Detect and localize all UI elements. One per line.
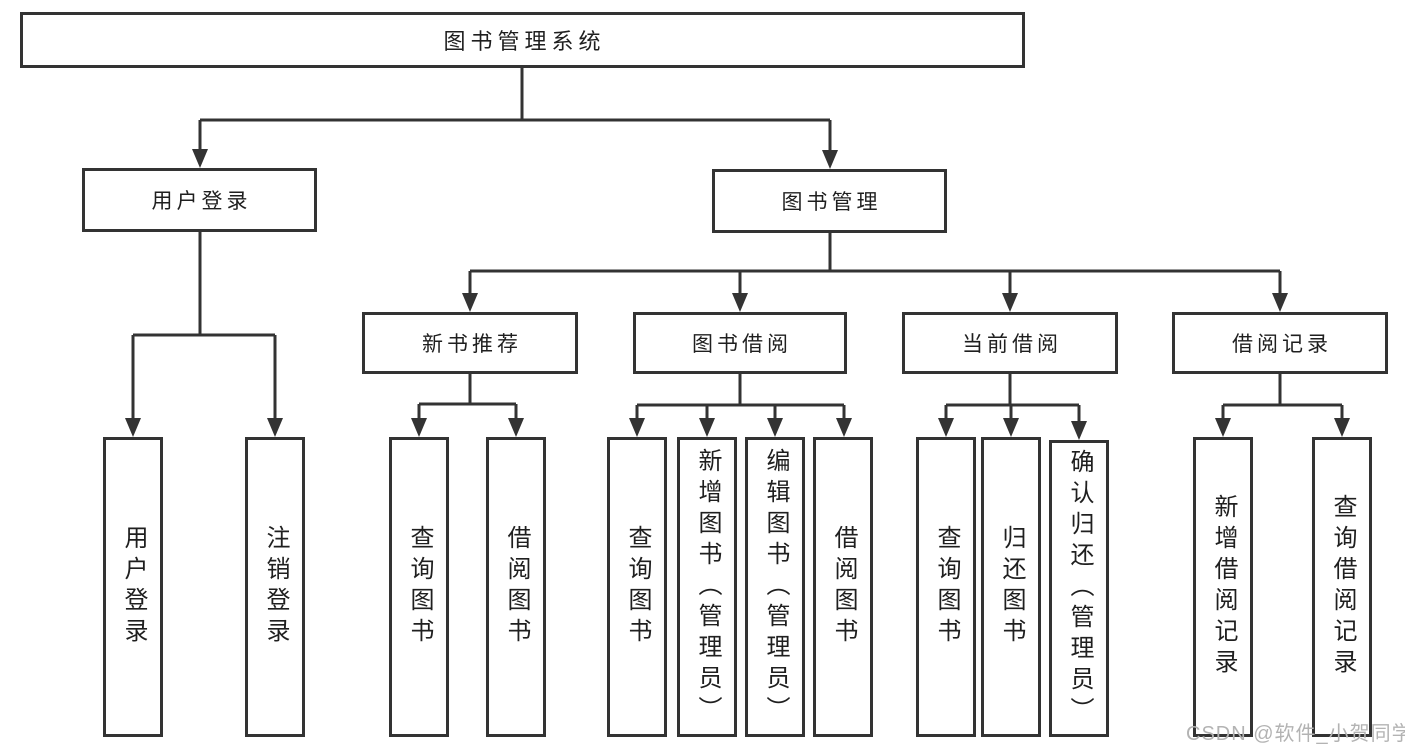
- node-label: 查询图书: [624, 525, 651, 649]
- node-label: 确认归还（管理员）: [1066, 449, 1093, 728]
- leaf-user-login: 用户登录: [103, 437, 163, 737]
- node-label: 新增图书（管理员）: [694, 447, 721, 727]
- leaf-query-books-recommend: 查询图书: [389, 437, 449, 737]
- connector-newbook-to-leaves: [417, 374, 518, 431]
- leaf-query-books-borrow: 查询图书: [607, 437, 667, 737]
- arrowheads: [125, 149, 1350, 440]
- leaf-borrow-books-recommend: 借阅图书: [486, 437, 546, 737]
- leaf-borrow-books: 借阅图书: [813, 437, 873, 737]
- node-label: 新增借阅记录: [1210, 494, 1237, 680]
- node-label: 用户登录: [120, 525, 147, 649]
- node-label: 借阅图书: [830, 525, 857, 649]
- leaf-query-borrow-record: 查询借阅记录: [1312, 437, 1372, 737]
- node-borrowing-records: 借阅记录: [1172, 312, 1388, 374]
- node-label: 查询图书: [933, 525, 960, 649]
- node-label: 归还图书: [998, 525, 1025, 649]
- node-user-login: 用户登录: [82, 168, 317, 232]
- node-book-borrowing: 图书借阅: [633, 312, 847, 374]
- connector-bookmgmt-to-level3: [468, 233, 1282, 306]
- node-label: 借阅图书: [503, 525, 530, 649]
- leaf-add-borrow-record: 新增借阅记录: [1193, 437, 1253, 737]
- leaf-edit-book-admin: 编辑图书（管理员）: [745, 437, 805, 737]
- node-new-book-recommend: 新书推荐: [362, 312, 578, 374]
- connector-userlogin-to-leaves: [131, 232, 277, 431]
- node-root: 图书管理系统: [20, 12, 1025, 68]
- node-label: 注销登录: [262, 525, 289, 649]
- node-label: 查询图书: [406, 525, 433, 649]
- node-label: 编辑图书（管理员）: [762, 447, 789, 727]
- node-label: 查询借阅记录: [1329, 494, 1356, 680]
- connector-bookborrow-to-leaves: [635, 374, 846, 431]
- leaf-query-books-current: 查询图书: [916, 437, 976, 737]
- leaf-add-book-admin: 新增图书（管理员）: [677, 437, 737, 737]
- connector-records-to-leaves: [1221, 374, 1344, 431]
- csdn-watermark: CSDN @软件_小贺同学: [1186, 723, 1405, 745]
- node-book-management: 图书管理: [712, 169, 947, 233]
- connector-root-to-level2: [198, 68, 832, 163]
- leaf-confirm-return-admin: 确认归还（管理员）: [1049, 440, 1109, 737]
- leaf-return-book: 归还图书: [981, 437, 1041, 737]
- node-current-borrowing: 当前借阅: [902, 312, 1118, 374]
- leaf-logout: 注销登录: [245, 437, 305, 737]
